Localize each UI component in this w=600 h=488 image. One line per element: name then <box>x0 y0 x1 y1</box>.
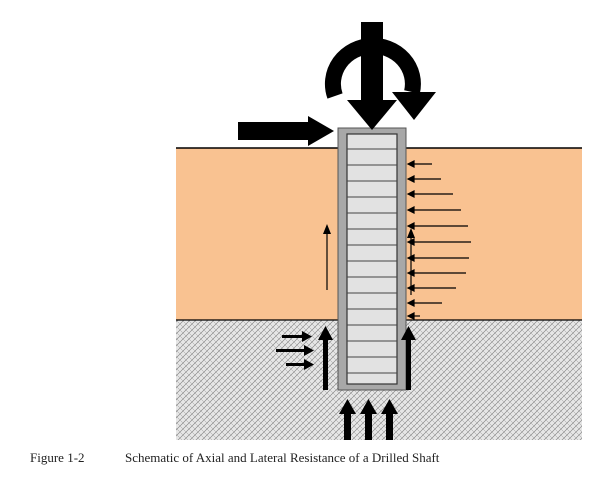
drilled-shaft <box>337 127 407 391</box>
lateral-resistance-arrows-lower <box>276 331 314 370</box>
lateral-resistance-arrows <box>406 160 471 320</box>
figure-number: Figure 1-2 <box>30 450 85 465</box>
upper-soil-layer-left <box>176 148 338 320</box>
side-friction-arrows-lower <box>318 326 416 390</box>
axial-load-arrow-icon <box>347 22 397 130</box>
end-bearing-arrows <box>339 399 398 440</box>
side-friction-arrow-upper-left <box>323 224 331 290</box>
rebar-cage-ties <box>347 148 397 374</box>
lateral-load-arrow-icon <box>238 116 334 146</box>
side-friction-arrow-upper-right <box>407 228 415 295</box>
figure-caption: Schematic of Axial and Lateral Resistanc… <box>125 450 440 465</box>
drilled-shaft-diagram <box>176 22 582 440</box>
upper-soil-layer-right <box>406 148 582 320</box>
